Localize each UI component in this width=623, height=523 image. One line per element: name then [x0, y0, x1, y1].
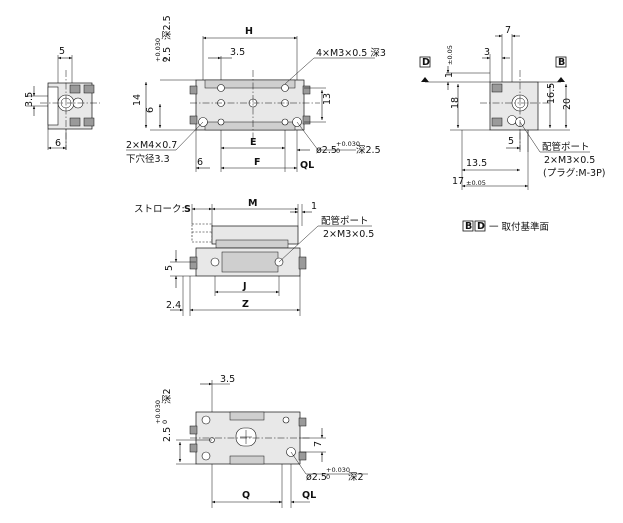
side-right-7-dim: 7 [505, 25, 511, 36]
side-view-right: D B 7 3 1 ±0.05 18 16.5 20 5 13.5 [419, 25, 606, 190]
legend-text: 一 取付基準面 [489, 221, 549, 233]
datum-legend: B D 一 取付基準面 [462, 220, 549, 233]
top-depth-suffix: 深2.5 [162, 15, 173, 40]
bottom-depth-tol: +0.0300 [154, 400, 169, 424]
top-6b-dim: 6 [197, 157, 203, 168]
side-right-18-dim: 18 [450, 97, 461, 109]
front-M-dim: M [248, 198, 257, 209]
bottom-pin-depth: 深2 [348, 472, 364, 483]
side-right-port-label: 配管ポート [542, 141, 590, 153]
bottom-depth-value: 2.5 [162, 427, 173, 442]
front-S-dim: S [184, 204, 191, 215]
datum-B-label: B [558, 57, 565, 68]
top-depth-value: 2.5 [162, 47, 173, 62]
side-right-17-dim: 17 [452, 176, 464, 187]
front-2.4-dim: 2.4 [166, 300, 181, 311]
side-right-20-dim: 20 [562, 98, 573, 110]
top-F-dim: F [254, 157, 261, 168]
front-port-callout: 2×M3×0.5 [323, 229, 374, 240]
top-mount-sub: 下穴径3.3 [126, 153, 170, 165]
top-13-dim: 13 [322, 93, 333, 105]
front-5-dim: 5 [164, 265, 175, 271]
front-1-dim: 1 [311, 201, 317, 212]
top-view: H 3.5 4×M3×0.5 深3 2.5 +0.0300 深2.5 14 6 … [126, 15, 386, 172]
front-stroke-label: ストローク: [134, 204, 185, 215]
front-view: ストローク: S M 1 配管ポート 2×M3×0.5 5 J Z 2.4 [134, 198, 374, 316]
bottom-Q-dim: Q [242, 490, 250, 501]
top-pin-hole: ø2.5 [316, 145, 337, 156]
bottom-depth-suffix: 深2 [162, 388, 173, 404]
bottom-3.5-dim: 3.5 [220, 374, 235, 385]
top-E-dim: E [250, 137, 257, 148]
side-right-1-dim: 1 [444, 72, 455, 78]
top-3.5-dim: 3.5 [230, 47, 245, 58]
front-Z-dim: Z [242, 299, 249, 310]
side-right-17-tol: ±0.05 [466, 179, 486, 187]
side-right-port-plug: (プラグ:M-3P) [543, 167, 606, 179]
front-J-dim: J [242, 281, 247, 292]
side-left-h-dim: 3.5 [24, 92, 35, 107]
side-right-port-callout: 2×M3×0.5 [544, 155, 595, 166]
side-left-w-dim: 5 [59, 46, 65, 57]
top-QL-dim: QL [300, 160, 314, 171]
side-right-5-dim: 5 [508, 136, 514, 147]
top-pin-depth: 深2.5 [356, 145, 381, 156]
top-6-dim: 6 [145, 107, 156, 113]
top-mount-callout: 2×M4×0.7 [126, 140, 177, 151]
top-hole-callout: 4×M3×0.5 深3 [316, 48, 386, 59]
side-right-16.5-dim: 16.5 [546, 83, 557, 104]
side-right-1-tol: ±0.05 [446, 45, 454, 65]
side-right-3-dim: 3 [484, 47, 490, 58]
side-right-13.5-dim: 13.5 [466, 158, 487, 169]
front-port-label: 配管ポート [321, 215, 369, 227]
bottom-7-dim: 7 [313, 441, 324, 447]
top-14-dim: 14 [132, 94, 143, 106]
top-depth-tol: +0.0300 [154, 38, 169, 62]
top-H-dim: H [245, 26, 253, 37]
legend-D: D [477, 221, 485, 232]
legend-B: B [465, 221, 472, 232]
bottom-QL-dim: QL [302, 490, 316, 501]
side-view-left: 5 3.5 6 [24, 46, 100, 150]
bottom-pin-hole: ø2.5 [306, 472, 327, 483]
side-left-bottom-dim: 6 [55, 138, 61, 149]
datum-D-label: D [422, 57, 430, 68]
